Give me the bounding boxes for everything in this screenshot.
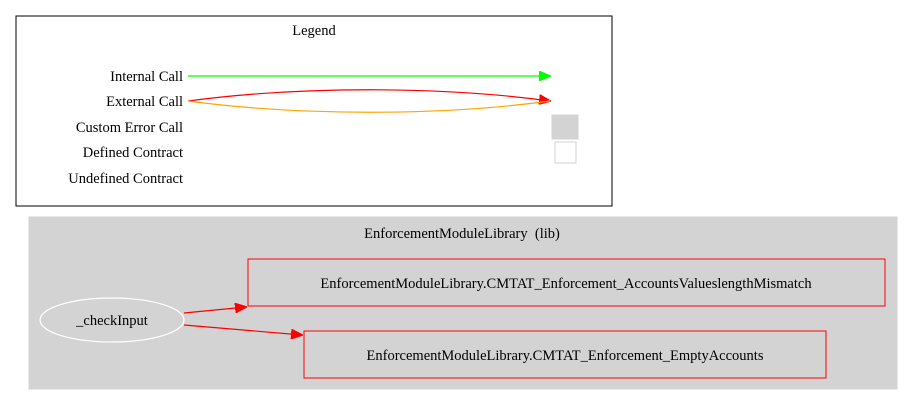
edge-check-input-to-accounts-values-mismatch [183,307,246,314]
legend-label-external-call: External Call [106,94,183,110]
legend-label-internal-call: Internal Call [110,69,183,85]
node-check-input[interactable] [39,297,185,343]
cluster-title: EnforcementModuleLibrary (lib) [364,226,560,242]
legend: Legend Internal Call External Call Custo… [15,15,613,207]
node-accounts-values-mismatch[interactable] [247,258,886,307]
node-check-input-label: _checkInput [75,313,148,329]
legend-label-custom-error-call: Custom Error Call [76,120,183,136]
node-accounts-values-mismatch-label: EnforcementModuleLibrary.CMTAT_Enforceme… [320,276,812,292]
legend-label-undefined-contract: Undefined Contract [68,171,183,187]
legend-external-call-arrow [187,89,550,101]
legend-label-defined-contract: Defined Contract [83,145,183,161]
legend-title: Legend [292,23,336,39]
node-empty-accounts-label: EnforcementModuleLibrary.CMTAT_Enforceme… [367,348,764,364]
cluster-enforcement-module-library: EnforcementModuleLibrary (lib) _checkInp… [28,216,898,390]
legend-defined-contract-swatch [554,141,577,164]
edge-check-input-to-empty-accounts [183,324,302,335]
legend-custom-error-swatch [551,114,579,140]
legend-external-call-arrow-alt [187,100,551,113]
node-empty-accounts[interactable] [303,330,827,379]
